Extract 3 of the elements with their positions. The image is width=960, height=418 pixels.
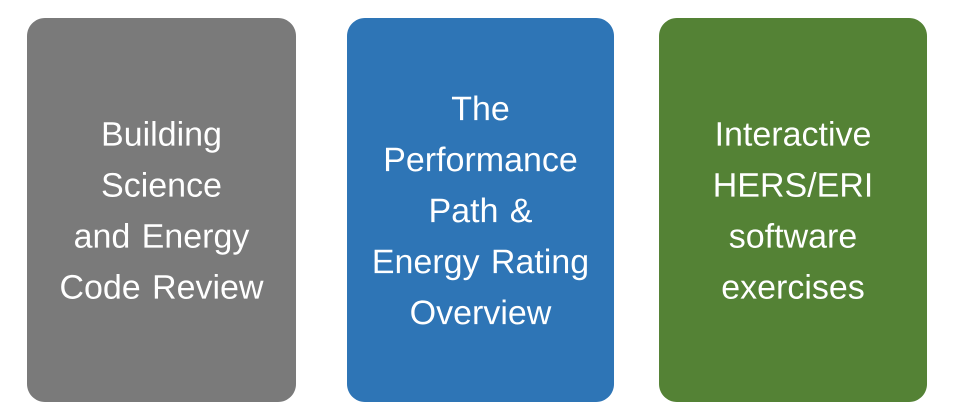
topic-box: The Performance Path & Energy Rating Overview (347, 18, 614, 402)
topic-box: Interactive HERS/ERI software exercises (659, 18, 927, 402)
topic-box: Building Science and Energy Code Review (27, 18, 296, 402)
